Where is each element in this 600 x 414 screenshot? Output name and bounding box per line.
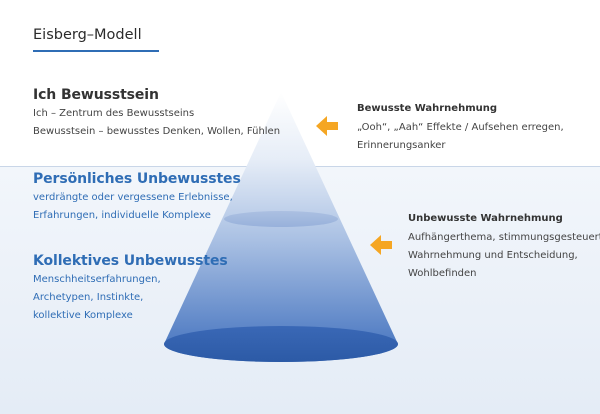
arrow-left-icon xyxy=(316,116,338,136)
persoenliches-heading: Persönliches Unbewusstes xyxy=(33,171,241,187)
cone-mid-slice xyxy=(224,211,338,227)
arrow-left-icon xyxy=(370,235,392,255)
persoenliches-line-2: Erfahrungen, individuelle Komplexe xyxy=(33,210,211,221)
kollektives-line-1: Menschheitserfahrungen, xyxy=(33,274,161,285)
bewusste-line-2: Erinnerungsanker xyxy=(357,140,446,151)
bewusste-line-1: „Ooh“, „Aah“ Effekte / Aufsehen erregen, xyxy=(357,122,564,133)
kollektives-heading: Kollektives Unbewusstes xyxy=(33,253,228,269)
unbewusste-line-1: Aufhängerthema, stimmungsgesteuerte xyxy=(408,232,600,243)
kollektives-block: Kollektives Unbewusstes Menschheitserfah… xyxy=(33,253,228,325)
kollektives-line-3: kollektive Komplexe xyxy=(33,310,133,321)
page-title: Eisberg–Modell xyxy=(33,27,142,43)
ich-line-1: Ich – Zentrum des Bewusstseins xyxy=(33,108,195,119)
persoenliches-block: Persönliches Unbewusstes verdrängte oder… xyxy=(33,171,241,225)
bewusste-heading: Bewusste Wahrnehmung xyxy=(357,103,498,114)
unbewusste-line-3: Wohlbefinden xyxy=(408,268,477,279)
ich-line-2: Bewusstsein – bewusstes Denken, Wollen, … xyxy=(33,126,281,137)
kollektives-line-2: Archetypen, Instinkte, xyxy=(33,292,144,303)
cone-base xyxy=(164,326,398,362)
title-underline xyxy=(33,50,159,52)
unbewusste-line-2: Wahrnehmung und Entscheidung, xyxy=(408,250,578,261)
ich-bewusstsein-block: Ich Bewusstsein Ich – Zentrum des Bewuss… xyxy=(33,87,280,141)
unbewusste-wahrnehmung-block: Unbewusste Wahrnehmung Aufhängerthema, s… xyxy=(408,210,600,283)
unbewusste-heading: Unbewusste Wahrnehmung xyxy=(408,213,563,224)
ich-heading: Ich Bewusstsein xyxy=(33,87,159,103)
persoenliches-line-1: verdrängte oder vergessene Erlebnisse, xyxy=(33,192,233,203)
bewusste-wahrnehmung-block: Bewusste Wahrnehmung „Ooh“, „Aah“ Effekt… xyxy=(357,100,564,155)
